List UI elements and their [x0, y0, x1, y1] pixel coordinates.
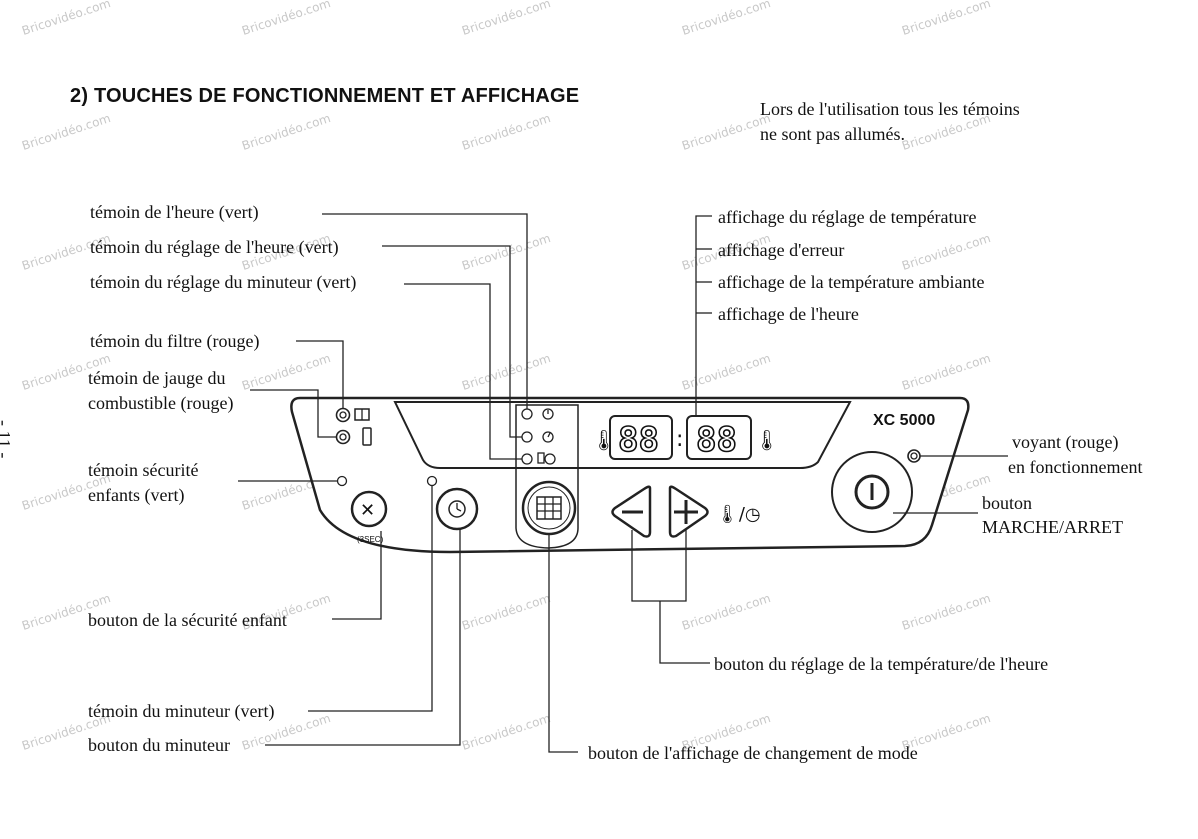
label-temoin-reglage-minuteur: témoin du réglage du minuteur (vert) [90, 272, 357, 292]
usage-note: Lors de l'utilisation tous les témoins n… [760, 97, 1020, 147]
fuel-gauge-indicator-icon [335, 429, 351, 445]
display-colon: : [676, 427, 683, 452]
label-temoin-heure: témoin de l'heure (vert) [90, 202, 259, 222]
label-bouton-mode: bouton de l'affichage de changement de m… [588, 743, 918, 763]
timer-indicator-icon [426, 475, 438, 487]
child-safety-indicator-icon [336, 475, 348, 487]
label-temoin-securite-line-2: enfants (vert) [88, 485, 185, 505]
child-lock-button-icon [350, 490, 388, 528]
label-bouton-minuteur: bouton du minuteur [88, 735, 230, 755]
label-voyant-line-2: en fonctionnement [1008, 457, 1143, 477]
display-left-digits: 88 [618, 420, 659, 460]
display-band [393, 401, 852, 469]
label-temoin-jauge-line-2: combustible (rouge) [88, 393, 234, 413]
label-temoin-securite-line-1: témoin sécurité [88, 460, 199, 480]
minus-button-icon [611, 485, 652, 538]
label-affichage-reglage-temp: affichage du réglage de température [718, 207, 977, 227]
label-affichage-heure: affichage de l'heure [718, 304, 859, 324]
leader-temoin-jauge [250, 389, 336, 438]
leader-temoin-reglage-minuteur [404, 283, 522, 460]
fuel-can-icon [362, 427, 372, 446]
leader-bouton-reglage [659, 601, 710, 664]
leader-temoin-filtre [296, 340, 344, 408]
label-bouton-securite: bouton de la sécurité enfant [88, 610, 287, 630]
leader-affichage-group [695, 215, 712, 416]
leader-temoin-heure [322, 213, 528, 409]
mode-indicator-frame [515, 404, 579, 549]
display-right-digits: 88 [696, 420, 737, 460]
timer-button-icon [435, 487, 479, 531]
label-temoin-reglage-heure: témoin du réglage de l'heure (vert) [90, 237, 339, 257]
leader-bouton-mode [548, 534, 578, 753]
thermometer-right-icon: 🌡 [754, 428, 779, 452]
label-bouton-reglage-temp: bouton du réglage de la température/de l… [714, 654, 1049, 674]
display-left-frame [609, 415, 673, 460]
leader-bracket-plus-minus [631, 530, 687, 602]
model-name: XC 5000 [873, 412, 935, 429]
thermometer-left-icon: 🌡 [591, 428, 616, 452]
label-bouton-marche-line-2: MARCHE/ARRET [982, 517, 1124, 537]
filter-indicator-icon [335, 407, 351, 423]
leader-bouton-securite [332, 531, 382, 620]
label-temoin-filtre: témoin du filtre (rouge) [90, 331, 260, 351]
usage-note-line-2: ne sont pas allumés. [760, 124, 905, 144]
child-lock-caption: (3SEC) [357, 535, 384, 544]
power-icon [854, 474, 890, 510]
label-temoin-minuteur: témoin du minuteur (vert) [88, 701, 275, 721]
label-affichage-temp-ambiante: affichage de la température ambiante [718, 272, 985, 292]
leader-temoin-reglage-heure [382, 245, 522, 438]
power-button-outer [831, 451, 913, 533]
children-icon: ✕ [360, 500, 375, 521]
label-voyant-line-1: voyant (rouge) [1012, 432, 1119, 452]
label-affichage-erreur: affichage d'erreur [718, 240, 845, 260]
leader-temoin-minuteur [308, 486, 433, 712]
label-bouton-marche-line-1: bouton [982, 493, 1033, 513]
label-temoin-jauge-line-1: témoin de jauge du [88, 368, 226, 388]
section-heading: 2) TOUCHES DE FONCTIONNEMENT ET AFFICHAG… [70, 85, 580, 107]
usage-note-line-1: Lors de l'utilisation tous les témoins [760, 99, 1020, 119]
display-right-frame [686, 415, 752, 460]
plus-button-icon [668, 485, 709, 538]
temp-clock-symbol-icon: 🌡/◷ [716, 504, 761, 525]
leader-bouton-minuteur [265, 529, 461, 746]
